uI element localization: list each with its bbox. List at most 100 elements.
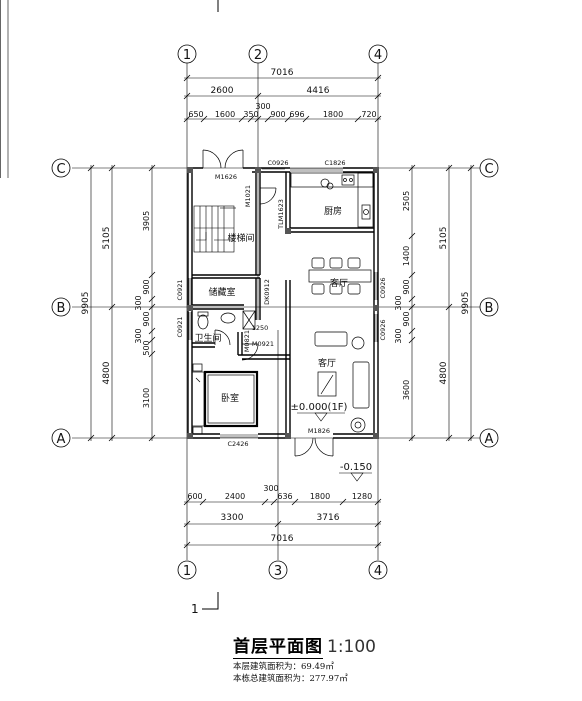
stair	[193, 205, 236, 253]
code-m1626: M1626	[215, 173, 237, 181]
dim-left-900b: 900	[142, 311, 151, 326]
drawing-title: 首层平面图	[233, 637, 323, 659]
axis-top-4: 4	[374, 48, 382, 63]
dim-left-500: 500	[142, 340, 151, 355]
room-stair: 楼梯间	[227, 232, 254, 244]
axis-top-1: 1	[183, 48, 191, 63]
dim-top-300: 300	[255, 102, 270, 111]
kitchen-counter	[290, 172, 374, 228]
dim-bottom-mid-1: 3300	[221, 513, 244, 523]
dim-bottom-2400: 2400	[225, 492, 245, 501]
code-m0821: M0821	[243, 330, 251, 352]
axis-right-A: A	[485, 432, 494, 447]
dim-left-300b: 300	[134, 328, 143, 343]
axis-bottom-4: 4	[374, 564, 382, 579]
dim-right-900b: 900	[402, 311, 411, 326]
axis-left-C: C	[56, 162, 65, 177]
axis-left-B: B	[57, 301, 66, 316]
dim-right-mid-2: 4800	[439, 361, 449, 384]
axis-right-B: B	[485, 301, 494, 316]
dim-right-300b: 300	[394, 328, 403, 343]
bath-fixtures	[197, 310, 256, 330]
dim-left-mid-2: 4800	[102, 361, 112, 384]
axis-bottom-3: 3	[274, 564, 282, 579]
dimension-ticks	[87, 74, 475, 549]
sofa	[314, 331, 370, 433]
code-c0926-c: C0926	[379, 319, 387, 340]
axis-bubbles-bottom: 1 3 4	[177, 560, 388, 580]
dim-top-696: 696	[289, 110, 304, 119]
axis-bubbles-left: C B A	[51, 158, 71, 448]
dim-bottom-mid-2: 3716	[317, 513, 340, 523]
dim-top-mid-1: 2600	[211, 86, 234, 96]
dim-right-1400: 1400	[402, 246, 411, 266]
dim-top-1800: 1800	[323, 110, 343, 119]
dim-top-total: 7016	[271, 68, 294, 78]
basin-icon	[220, 312, 236, 324]
dim-left-3905: 3905	[142, 211, 151, 231]
code-1250: 1250	[252, 324, 269, 332]
dim-top-mid-2: 4416	[307, 86, 330, 96]
section-mark-label: 1	[191, 602, 199, 616]
dim-bottom-1280: 1280	[352, 492, 372, 501]
dim-right-2505: 2505	[402, 191, 411, 211]
total-area: 本栋总建筑面积为：277.97㎡	[233, 674, 348, 684]
code-m0921: M0921	[252, 340, 274, 348]
bed	[191, 363, 259, 435]
code-c0926-b: C0926	[379, 277, 387, 298]
code-c2426: C2426	[227, 440, 248, 448]
dim-bottom-636: 636	[277, 492, 292, 501]
code-c1826: C1826	[324, 159, 345, 167]
axis-top-2: 2	[254, 48, 262, 63]
sink-icon	[320, 178, 330, 188]
dim-top-900: 900	[270, 110, 285, 119]
dim-bottom-600: 600	[187, 492, 202, 501]
room-bath: 卫生间	[194, 332, 221, 344]
axis-left-A: A	[57, 432, 66, 447]
code-c0926-top: C0926	[267, 159, 288, 167]
dim-left-total: 9905	[81, 292, 91, 315]
floor-area: 本层建筑面积为：69.49㎡	[233, 662, 334, 672]
dim-left-300a: 300	[134, 295, 143, 310]
dim-left-mid-1: 5105	[102, 227, 112, 250]
dim-top-650: 650	[188, 110, 203, 119]
code-m1021: M1021	[244, 185, 252, 207]
axis-bubbles-right: C B A	[479, 158, 499, 448]
dim-right-total: 9905	[461, 292, 471, 315]
dim-right-900a: 900	[402, 279, 411, 294]
axis-bottom-1: 1	[183, 564, 191, 579]
level-outside-label: -0.150	[340, 462, 372, 473]
room-storage: 储藏室	[208, 286, 235, 298]
dim-right-300a: 300	[394, 295, 403, 310]
dining-table	[308, 257, 372, 295]
level-mark-floor	[297, 412, 345, 422]
dim-top-720: 720	[361, 110, 376, 119]
dimension-lines	[90, 77, 472, 546]
doors	[202, 149, 334, 457]
plant-icon	[350, 417, 366, 433]
code-c0921-b: C0921	[176, 316, 184, 337]
code-m1826: M1826	[308, 427, 330, 435]
room-dining: 客厅	[330, 277, 348, 289]
code-c0921-a: C0921	[176, 279, 184, 300]
dim-bottom-total: 7016	[271, 534, 294, 544]
dim-bottom-1800: 1800	[310, 492, 330, 501]
columns	[187, 167, 379, 439]
room-bedroom: 卧室	[221, 392, 239, 404]
room-living: 客厅	[318, 357, 336, 369]
toilet-icon	[197, 314, 209, 330]
stove-icon	[341, 174, 355, 186]
windows	[188, 168, 378, 438]
level-floor-label: ±0.000(1F)	[291, 402, 348, 413]
dim-left-3100: 3100	[142, 388, 151, 408]
code-tlm1623: TLM1623	[277, 199, 285, 230]
room-kitchen: 厨房	[324, 205, 342, 217]
dim-right-mid-1: 5105	[439, 227, 449, 250]
axis-bubbles-top: 1 2 4	[177, 44, 388, 64]
drawing-scale: 1:100	[327, 637, 376, 657]
level-mark-outside	[339, 472, 372, 482]
dim-bottom-300: 300	[263, 484, 278, 493]
dim-left-900a: 900	[142, 279, 151, 294]
